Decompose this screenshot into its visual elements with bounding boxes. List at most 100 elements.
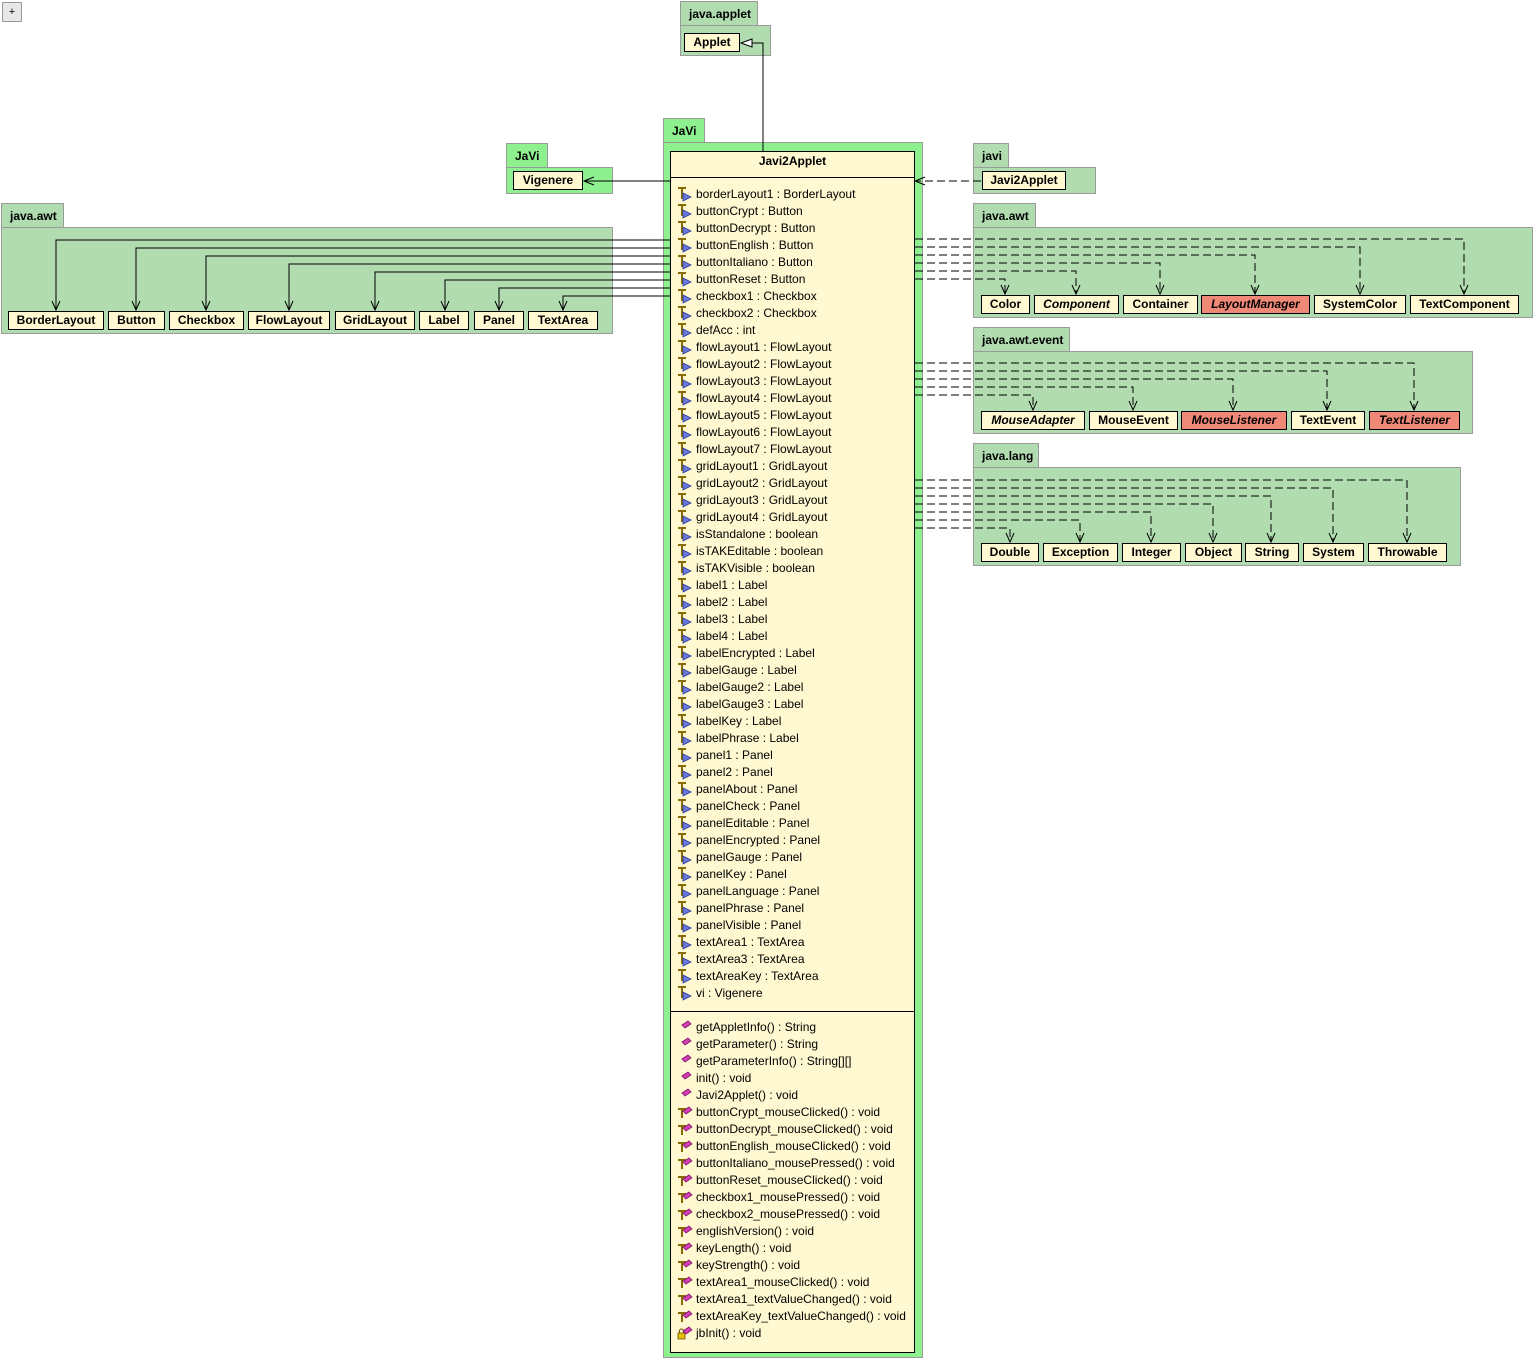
class-container[interactable]: Container [1123,295,1198,314]
attribute-label: labelKey : Label [696,714,782,728]
attribute-label: checkbox1 : Checkbox [696,289,817,303]
attribute-label: borderLayout1 : BorderLayout [696,187,856,201]
attribute-label: flowLayout1 : FlowLayout [696,340,832,354]
attribute-label: textArea3 : TextArea [696,952,805,966]
attribute-label: flowLayout3 : FlowLayout [696,374,832,388]
expand-button[interactable]: + [2,2,22,22]
attribute-label: flowLayout4 : FlowLayout [696,391,832,405]
class-throwable[interactable]: Throwable [1368,543,1447,562]
method-label: buttonEnglish_mouseClicked() : void [696,1139,891,1153]
expand-icon: + [8,6,16,18]
method-label: buttonCrypt_mouseClicked() : void [696,1105,881,1119]
class-borderlayout[interactable]: BorderLayout [8,311,104,330]
attribute-label: gridLayout2 : GridLayout [696,476,828,490]
attribute-label: label1 : Label [696,578,768,592]
class-system[interactable]: System [1303,543,1364,562]
class-textcomponent[interactable]: TextComponent [1410,295,1519,314]
attribute-label: panelAbout : Panel [696,782,798,796]
attribute-label: buttonEnglish : Button [696,238,814,252]
class-integer[interactable]: Integer [1122,543,1181,562]
class-panel[interactable]: Panel [474,311,524,330]
attribute-label: panelEncrypted : Panel [696,833,821,847]
package-tab-javi-left: JaVi [506,143,548,167]
method-label: getAppletInfo() : String [696,1020,817,1034]
method-label: Javi2Applet() : void [696,1088,799,1102]
package-tab-java-awt-event: java.awt.event [973,327,1070,351]
class-double[interactable]: Double [981,543,1039,562]
attribute-label: textAreaKey : TextArea [696,969,819,983]
class-exception[interactable]: Exception [1043,543,1118,562]
package-tab-java-applet: java.applet [680,1,758,25]
attribute-label: panelEditable : Panel [696,816,810,830]
method-label: checkbox2_mousePressed() : void [696,1207,881,1221]
method-label: buttonReset_mouseClicked() : void [696,1173,883,1187]
attribute-label: defAcc : int [696,323,756,337]
attribute-label: panelVisible : Panel [696,918,802,932]
class-layoutmanager[interactable]: LayoutManager [1201,295,1310,314]
attribute-label: labelPhrase : Label [696,731,799,745]
attribute-label: textArea1 : TextArea [696,935,805,949]
class-label[interactable]: Label [419,311,469,330]
class-applet[interactable]: Applet [684,33,740,52]
method-label: jbInit() : void [696,1326,762,1340]
attribute-label: labelGauge2 : Label [696,680,804,694]
method-label: getParameter() : String [696,1037,819,1051]
attribute-label: isStandalone : boolean [696,527,819,541]
attribute-label: isTAKEditable : boolean [696,544,824,558]
class-systemcolor[interactable]: SystemColor [1314,295,1406,314]
attribute-label: labelGauge3 : Label [696,697,804,711]
attribute-label: label4 : Label [696,629,768,643]
method-label: keyLength() : void [696,1241,792,1255]
attribute-label: buttonCrypt : Button [696,204,803,218]
method-label: init() : void [696,1071,752,1085]
class-mouseevent[interactable]: MouseEvent [1089,411,1178,430]
method-label: textArea1_mouseClicked() : void [696,1275,870,1289]
method-label: keyStrength() : void [696,1258,801,1272]
class-string[interactable]: String [1245,543,1299,562]
class-checkbox[interactable]: Checkbox [169,311,244,330]
class-mouseadapter[interactable]: MouseAdapter [981,411,1085,430]
attribute-label: panel2 : Panel [696,765,773,779]
inheritance-line [741,42,764,151]
class-textevent[interactable]: TextEvent [1291,411,1365,430]
attribute-label: labelGauge : Label [696,663,797,677]
class-gridlayout[interactable]: GridLayout [335,311,415,330]
class-vigenere[interactable]: Vigenere [513,171,583,190]
class-button[interactable]: Button [108,311,165,330]
attributes-separator [671,177,914,178]
method-label: checkbox1_mousePressed() : void [696,1190,881,1204]
attribute-label: buttonDecrypt : Button [696,221,816,235]
attribute-label: flowLayout2 : FlowLayout [696,357,832,371]
attribute-label: buttonItaliano : Button [696,255,813,269]
methods-separator [671,1011,914,1012]
class-textarea[interactable]: TextArea [528,311,598,330]
attribute-label: panelKey : Panel [696,867,787,881]
package-tab-javi-lower: javi [973,143,1009,167]
class-object[interactable]: Object [1185,543,1242,562]
attribute-label: panel1 : Panel [696,748,773,762]
class-color[interactable]: Color [981,295,1030,314]
attribute-label: flowLayout5 : FlowLayout [696,408,832,422]
attribute-label: label3 : Label [696,612,768,626]
class-javi2applet[interactable]: Javi2Applet borderLayout1 : BorderLayout… [670,151,915,1353]
attribute-label: flowLayout7 : FlowLayout [696,442,832,456]
attribute-label: vi : Vigenere [696,986,763,1000]
class-component[interactable]: Component [1034,295,1119,314]
class-javi2applet-ref[interactable]: Javi2Applet [982,171,1066,190]
attribute-label: checkbox2 : Checkbox [696,306,817,320]
attribute-label: label2 : Label [696,595,768,609]
method-label: getParameterInfo() : String[][] [696,1054,852,1068]
method-label: textAreaKey_textValueChanged() : void [696,1309,906,1323]
class-mouselistener[interactable]: MouseListener [1181,411,1287,430]
class-textlistener[interactable]: TextListener [1369,411,1460,430]
attribute-label: panelPhrase : Panel [696,901,805,915]
attribute-label: panelCheck : Panel [696,799,801,813]
attribute-label: labelEncrypted : Label [696,646,815,660]
class-flowlayout[interactable]: FlowLayout [248,311,330,330]
attribute-label: panelLanguage : Panel [696,884,820,898]
package-tab-java-lang: java.lang [973,443,1039,467]
method-label: textArea1_textValueChanged() : void [696,1292,892,1306]
method-label: buttonDecrypt_mouseClicked() : void [696,1122,893,1136]
attribute-label: flowLayout6 : FlowLayout [696,425,832,439]
attribute-label: buttonReset : Button [696,272,806,286]
